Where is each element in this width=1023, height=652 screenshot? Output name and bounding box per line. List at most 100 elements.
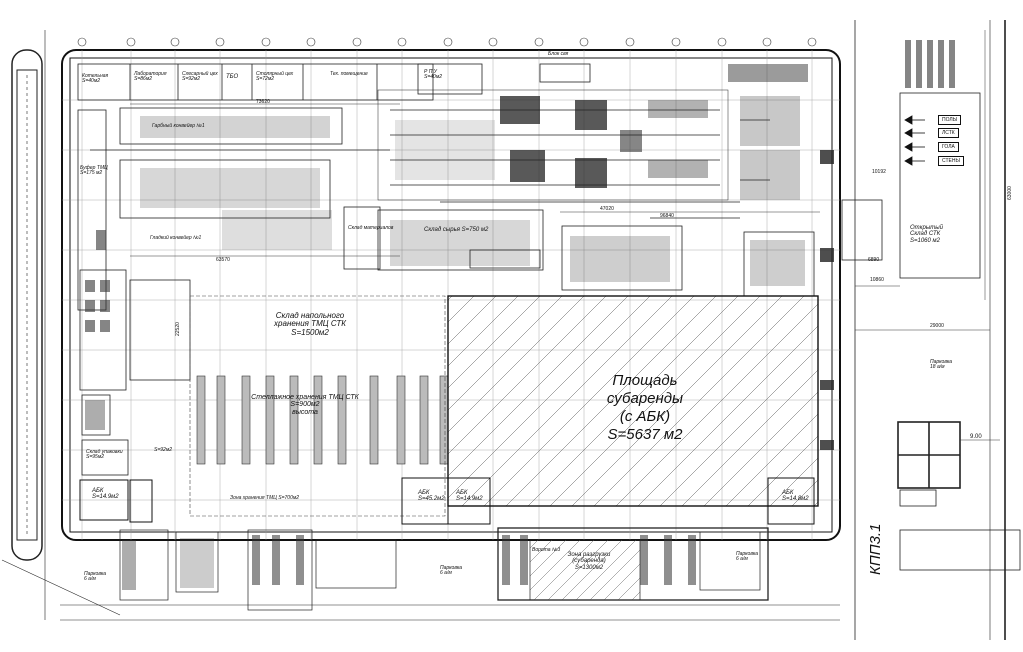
park3-label: Парковка 6 а/м bbox=[736, 551, 759, 563]
tbo-label: ТБО bbox=[226, 74, 239, 80]
process-lines bbox=[90, 109, 770, 219]
storage-line-3: S=1500м2 bbox=[291, 327, 329, 337]
loading-docks bbox=[119, 527, 769, 611]
abk-right-name: АБК bbox=[782, 490, 794, 496]
small-area-label: S=92м2 bbox=[154, 447, 173, 453]
park2-name: Парковка bbox=[440, 565, 463, 571]
abk-mid2-name: АБК bbox=[456, 490, 468, 496]
packing-name: Склад упаковки bbox=[86, 449, 123, 455]
abk-left-name: АБК bbox=[92, 488, 104, 494]
buffer-label: Буфер ТМЦ S=175 м2 bbox=[80, 165, 108, 177]
park1-name: Парковка bbox=[84, 571, 107, 577]
dim-11: 22520 bbox=[175, 322, 181, 336]
lab-label: Лаборатория S=86м2 bbox=[134, 71, 167, 83]
conveyor2-label: Гладкий конвейер №1 bbox=[150, 235, 202, 241]
dimension-lines bbox=[130, 30, 1000, 441]
abk-right-label: АБК S=14.8м2 bbox=[782, 490, 809, 503]
sublease-label: Площадь субаренды (с АБК) S=5637 м2 bbox=[590, 372, 700, 444]
raw-area: S=750 м2 bbox=[461, 227, 489, 233]
storage-racks bbox=[196, 375, 449, 465]
conveyor1-label: Гарбный конвейер №1 bbox=[152, 123, 205, 129]
rpu-label: Р П У S=40м2 bbox=[424, 69, 443, 81]
tech-label: Тех. помещение bbox=[330, 71, 368, 77]
sublease-area bbox=[447, 295, 819, 507]
joiner-label: Слесарный цех S=92м2 bbox=[182, 71, 218, 83]
legend-walls: СТЕНЫ bbox=[938, 156, 964, 166]
abk-mid1-name: АБК bbox=[418, 490, 430, 496]
open-store-line-1: Открытый bbox=[910, 225, 943, 231]
dim-2: 63570 bbox=[216, 257, 230, 263]
sublease-line-4: S=5637 м2 bbox=[607, 426, 683, 443]
storage-zone-label: Зона хранения ТМЦ S=700м2 bbox=[230, 495, 300, 501]
buffer-name: Буфер ТМЦ bbox=[80, 165, 108, 171]
boiler-label: Котельная S=40м2 bbox=[82, 73, 109, 85]
buffer-area: S=175 м2 bbox=[80, 170, 103, 177]
dim-3: 47020 bbox=[600, 206, 614, 212]
bottom-road bbox=[60, 604, 840, 621]
legend-lstk: ЛСТК bbox=[938, 128, 959, 138]
park2-value: 6 а/м bbox=[440, 570, 452, 577]
loading-zone-line-3: S=1300м2 bbox=[574, 564, 604, 571]
joiner-area: S=92м2 bbox=[182, 76, 201, 83]
rpu-area: S=40м2 bbox=[424, 74, 443, 81]
boiler-name: Котельная bbox=[82, 73, 109, 79]
dim-10: 63000 bbox=[1007, 186, 1013, 200]
axis-markers-top bbox=[77, 37, 817, 47]
building-outline bbox=[61, 49, 841, 541]
rack-line-2: S=900м2 bbox=[290, 401, 320, 409]
raw-label: Склад сырья S=750 м2 bbox=[424, 227, 488, 233]
joiner2-label: Столярный цех S=72м2 bbox=[256, 71, 294, 83]
abk-left-area: S=14.9м2 bbox=[92, 494, 119, 501]
packing-label: Склад упаковки S=95м2 bbox=[86, 449, 123, 461]
abk-mid2-area: S=14.9м2 bbox=[456, 496, 483, 503]
lab-name: Лаборатория bbox=[134, 71, 167, 77]
park3-name: Парковка bbox=[736, 551, 759, 557]
kpp-label: КПП3.1 bbox=[867, 523, 884, 575]
boiler-area: S=40м2 bbox=[82, 78, 101, 85]
trucks bbox=[122, 535, 696, 590]
storage-label: Склад напольного хранения ТМЦ СТК S=1500… bbox=[255, 311, 365, 337]
joiner2-area: S=72м2 bbox=[256, 76, 275, 83]
right-arrows bbox=[904, 115, 925, 166]
joiner-name: Слесарный цех bbox=[182, 71, 218, 77]
loading-zone-line-2: (субаренда) bbox=[572, 558, 606, 565]
dim-5: 10192 bbox=[872, 169, 886, 175]
dim-6: 6890 bbox=[868, 257, 880, 263]
rack-line-3: высота bbox=[292, 408, 318, 416]
abk-right-area: S=14.8м2 bbox=[782, 496, 809, 503]
dim-7: 10860 bbox=[870, 277, 884, 283]
parking-right-label: Парковка 18 а/м bbox=[930, 359, 952, 371]
dim-9: 9.00 bbox=[970, 434, 982, 440]
site-road bbox=[1, 30, 121, 620]
rpu-name: Р П У bbox=[424, 69, 437, 75]
joiner2-name: Столярный цех bbox=[256, 71, 294, 77]
parking-right-value: 18 а/м bbox=[930, 364, 945, 371]
park1-value: 6 а/м bbox=[84, 576, 96, 583]
abk-mid2-label: АБК S=14.9м2 bbox=[456, 490, 483, 503]
abk-rooms bbox=[79, 477, 815, 525]
storage-zone-outline bbox=[189, 295, 446, 517]
dim-8: 29000 bbox=[930, 323, 944, 329]
park1-label: Парковка 6 а/м bbox=[84, 571, 107, 583]
park2-label: Парковка 6 а/м bbox=[440, 565, 463, 577]
open-store-label: Открытый Склад СТК S=1060 м2 bbox=[910, 225, 943, 244]
rack-line-1: Стеллажное хранения ТМЦ СТК bbox=[251, 394, 359, 401]
parking-right bbox=[905, 40, 955, 88]
sublease-line-3: (с АБК) bbox=[619, 408, 671, 425]
production-area bbox=[77, 63, 815, 297]
raw-name: Склад сырья bbox=[424, 227, 460, 233]
legend-roof: ГОЛА bbox=[938, 142, 959, 152]
dim-1: 73620 bbox=[256, 99, 270, 105]
abk-mid1-area: S=45.2м2 bbox=[418, 496, 445, 503]
dim-4: 96840 bbox=[660, 213, 674, 219]
loading-zone-label: Зона разгрузки (субаренда) S=1300м2 bbox=[554, 552, 624, 571]
sublease-line-1: Площадь bbox=[612, 372, 678, 389]
left-fixtures bbox=[85, 230, 110, 430]
legend-floors: ПОЛЫ bbox=[938, 115, 962, 125]
open-store-line-2: Склад СТК bbox=[910, 231, 941, 238]
storage-line-1: Склад напольного bbox=[275, 311, 345, 320]
abk-left-label: АБК S=14.9м2 bbox=[92, 488, 119, 501]
abk-mid1-label: АБК S=45.2м2 bbox=[418, 490, 445, 503]
storage-line-2: хранения ТМЦ СТК bbox=[274, 319, 346, 329]
